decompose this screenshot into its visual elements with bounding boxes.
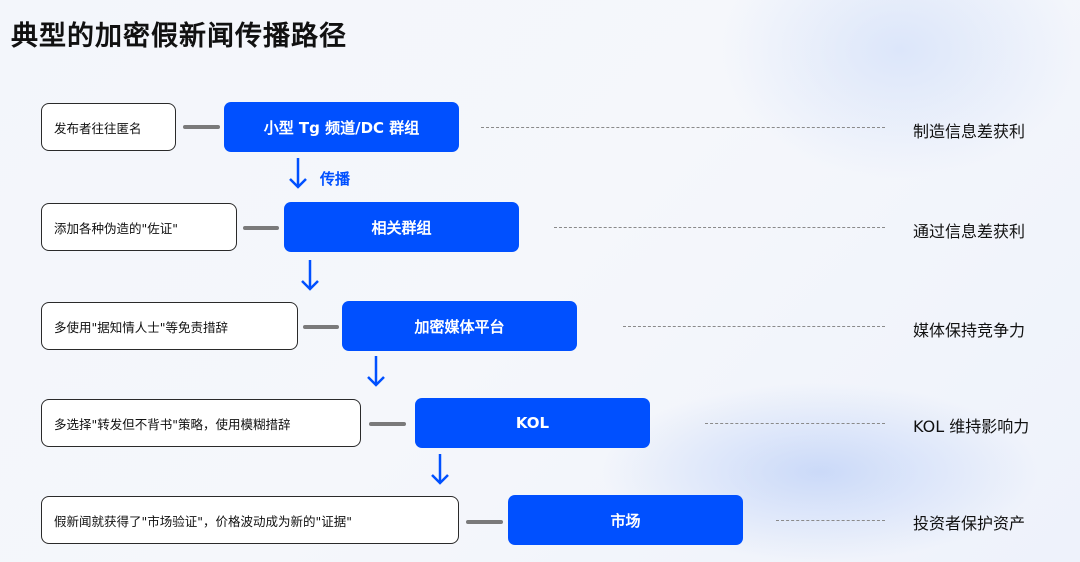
connector-line bbox=[369, 422, 406, 426]
arrow-down-icon bbox=[431, 454, 449, 485]
stage-outcome: 通过信息差获利 bbox=[913, 222, 1026, 241]
arrow-down-icon bbox=[289, 158, 307, 189]
dashed-leader-line bbox=[623, 326, 885, 327]
connector-line bbox=[243, 226, 279, 230]
connector-line bbox=[183, 125, 220, 129]
dashed-leader-line bbox=[554, 227, 885, 228]
stage-note: 多使用"据知情人士"等免责措辞 bbox=[41, 302, 298, 350]
connector-line bbox=[466, 520, 503, 524]
stage-outcome: KOL 维持影响力 bbox=[913, 417, 1030, 436]
stage-outcome: 媒体保持竞争力 bbox=[913, 321, 1026, 340]
connector-line bbox=[303, 325, 339, 329]
stage-node: 相关群组 bbox=[284, 202, 519, 252]
arrow-down-icon bbox=[367, 356, 385, 387]
stage-node: 加密媒体平台 bbox=[342, 301, 577, 351]
background-glow bbox=[720, 0, 1080, 180]
stage-outcome: 制造信息差获利 bbox=[913, 122, 1026, 141]
dashed-leader-line bbox=[481, 127, 885, 128]
stage-outcome: 投资者保护资产 bbox=[913, 514, 1026, 533]
stage-note: 多选择"转发但不背书"策略，使用模糊措辞 bbox=[41, 399, 361, 447]
arrow-down-icon bbox=[301, 260, 319, 291]
stage-node: 小型 Tg 频道/DC 群组 bbox=[224, 102, 459, 152]
stage-note: 发布者往往匿名 bbox=[41, 103, 176, 151]
stage-node: KOL bbox=[415, 398, 650, 448]
page-title: 典型的加密假新闻传播路径 bbox=[11, 21, 347, 52]
dashed-leader-line bbox=[705, 423, 885, 424]
stage-note: 添加各种伪造的"佐证" bbox=[41, 203, 237, 251]
arrow-label: 传播 bbox=[320, 170, 351, 188]
stage-note: 假新闻就获得了"市场验证"，价格波动成为新的"证据" bbox=[41, 496, 459, 544]
stage-node: 市场 bbox=[508, 495, 743, 545]
dashed-leader-line bbox=[776, 520, 885, 521]
